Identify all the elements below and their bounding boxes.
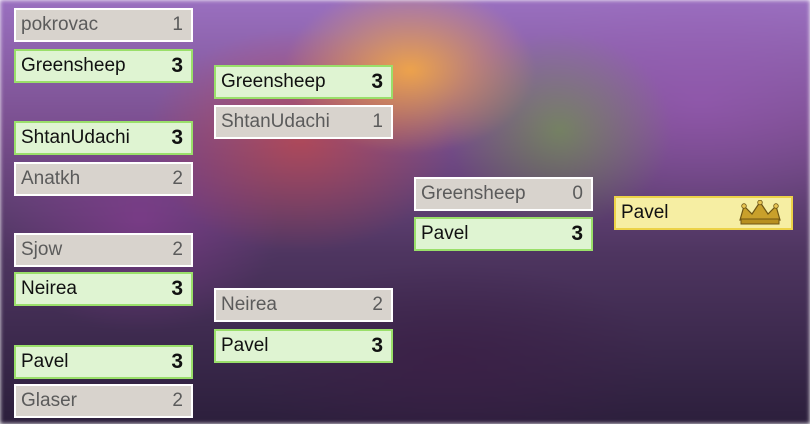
bracket-entry[interactable]: Neirea 3 xyxy=(14,272,193,306)
player-score: 2 xyxy=(172,239,183,260)
player-name: Pavel xyxy=(421,223,469,244)
player-name: Anatkh xyxy=(21,168,81,189)
bracket-entry[interactable]: Pavel 3 xyxy=(414,217,593,251)
player-name: ShtanUdachi xyxy=(221,111,330,132)
player-name: Neirea xyxy=(21,278,77,299)
champion-entry[interactable]: Pavel xyxy=(614,196,793,230)
player-name: Greensheep xyxy=(21,55,126,76)
player-name: ShtanUdachi xyxy=(21,127,130,148)
player-score: 0 xyxy=(572,183,583,204)
player-score: 3 xyxy=(571,222,583,245)
player-score: 1 xyxy=(372,111,383,132)
player-name: pokrovac xyxy=(21,14,99,35)
player-name: Neirea xyxy=(221,294,277,315)
player-name: Pavel xyxy=(21,351,69,372)
bracket-entry[interactable]: ShtanUdachi 1 xyxy=(214,105,393,139)
player-score: 3 xyxy=(171,126,183,149)
player-score: 1 xyxy=(172,14,183,35)
bracket-entry[interactable]: Greensheep 3 xyxy=(214,65,393,99)
bracket-entry[interactable]: Greensheep 0 xyxy=(414,177,593,211)
player-score: 3 xyxy=(171,350,183,373)
player-name: Sjow xyxy=(21,239,63,260)
bracket-entry[interactable]: Sjow 2 xyxy=(14,233,193,267)
player-name: Greensheep xyxy=(421,183,526,204)
champion-name: Pavel xyxy=(621,202,669,223)
player-score: 2 xyxy=(172,390,183,411)
bracket-entry[interactable]: Greensheep 3 xyxy=(14,49,193,83)
bracket-entry[interactable]: Pavel 3 xyxy=(214,329,393,363)
player-score: 3 xyxy=(171,277,183,300)
bracket-entry[interactable]: Glaser 2 xyxy=(14,384,193,418)
crown-icon xyxy=(737,198,783,228)
player-score: 3 xyxy=(371,334,383,357)
player-score: 3 xyxy=(171,54,183,77)
player-name: Glaser xyxy=(21,390,77,411)
player-name: Pavel xyxy=(221,335,269,356)
player-name: Greensheep xyxy=(221,71,326,92)
bracket-entry[interactable]: Pavel 3 xyxy=(14,345,193,379)
player-score: 2 xyxy=(372,294,383,315)
bracket-entry[interactable]: ShtanUdachi 3 xyxy=(14,121,193,155)
player-score: 3 xyxy=(371,70,383,93)
bracket-entry[interactable]: Neirea 2 xyxy=(214,288,393,322)
bracket-entry[interactable]: pokrovac 1 xyxy=(14,8,193,42)
bracket-entry[interactable]: Anatkh 2 xyxy=(14,162,193,196)
player-score: 2 xyxy=(172,168,183,189)
